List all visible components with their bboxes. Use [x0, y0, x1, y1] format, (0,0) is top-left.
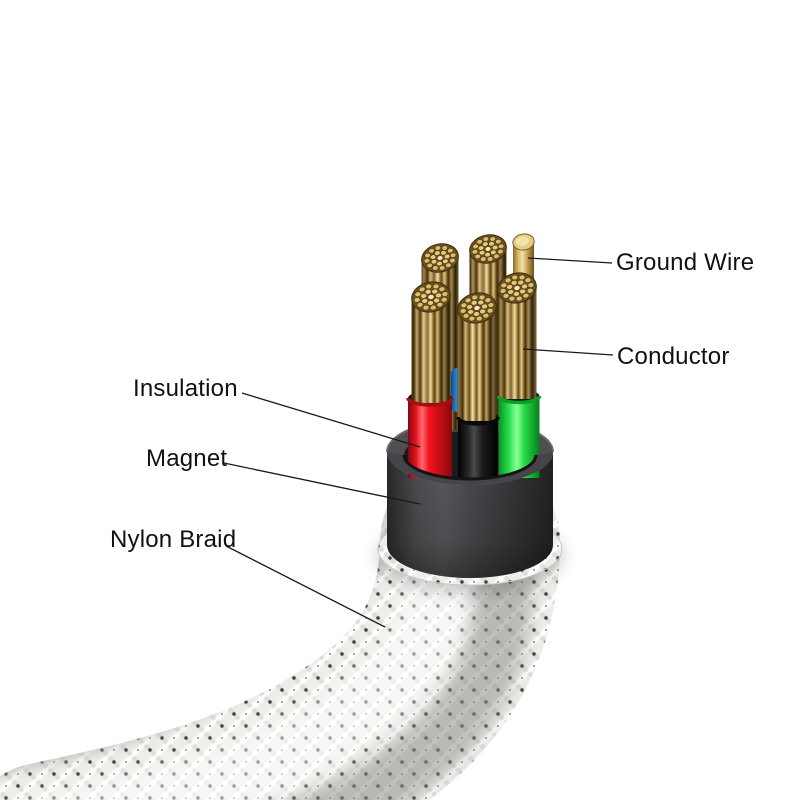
- conductor-leader-line: [522, 348, 614, 356]
- nylon-braid-leader-line: [225, 545, 386, 628]
- conductor-bundle-front-middle: [456, 291, 500, 426]
- conductor-bundle-front-left: [406, 280, 454, 407]
- conductor-bundle-front-right: [496, 271, 542, 405]
- ground-wire-leader-line: [527, 257, 613, 264]
- conductor-label: Conductor: [617, 343, 730, 370]
- nylon-braid-label: Nylon Braid: [110, 526, 237, 553]
- leader-lines: [223, 257, 614, 628]
- magnet-front-lip: [387, 452, 553, 485]
- magnet-label: Magnet: [146, 445, 228, 472]
- insulation-leader-line: [241, 392, 421, 448]
- magnet-leader-line: [223, 462, 421, 505]
- ground-wire-label: Ground Wire: [616, 249, 755, 276]
- insulation-label: Insulation: [133, 375, 238, 402]
